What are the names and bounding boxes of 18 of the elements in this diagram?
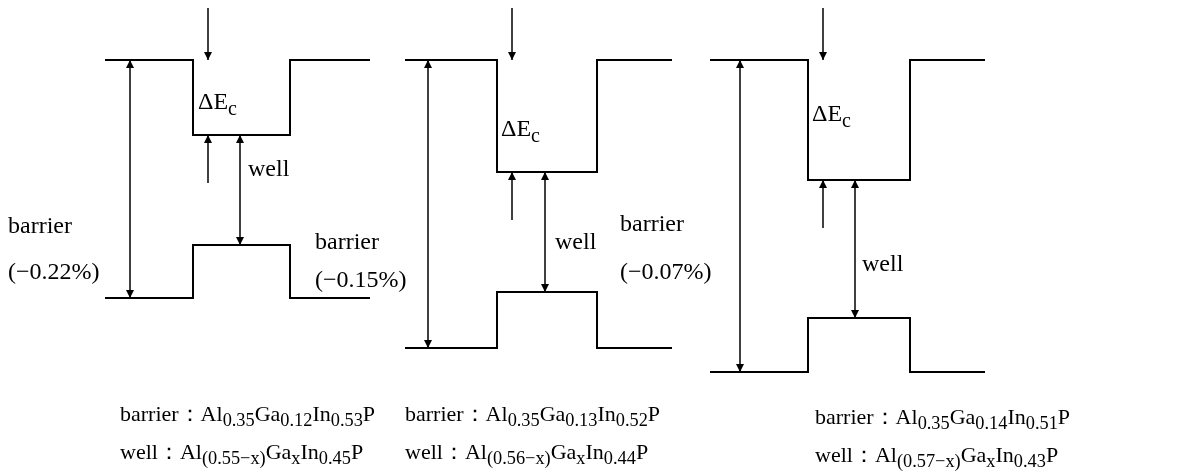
composition-text: barrier：Al$_{0.35}$Ga$_{0.12}$In$_{0.53}$P: [120, 402, 376, 431]
band-offset-label: ΔE$_{c}$: [812, 100, 851, 131]
composition-text: barrier：Al$_{0.35}$Ga$_{0.14}$In$_{0.51}$P: [815, 405, 1071, 434]
strain-value: (−0.22%): [8, 258, 100, 285]
composition-text: well：Al$_{(0.57−x)}$Ga$_{x}$In$_{0.43}$P: [815, 443, 1059, 471]
strain-value: (−0.07%): [620, 258, 712, 285]
composition-text: barrier：Al$_{0.35}$Ga$_{0.13}$In$_{0.52}$P: [405, 402, 661, 431]
composition-text: well：Al$_{(0.55−x)}$Ga$_{x}$In$_{0.45}$P: [120, 440, 364, 469]
composition-text: well：Al$_{(0.56−x)}$Ga$_{x}$In$_{0.44}$P: [405, 440, 649, 469]
region-label: barrier: [620, 210, 684, 237]
region-label: well: [862, 250, 904, 277]
region-label: barrier: [315, 228, 379, 255]
region-label: barrier: [8, 212, 72, 239]
region-label: well: [248, 155, 290, 182]
strain-value: (−0.15%): [315, 266, 407, 293]
band-offset-label: ΔE$_{c}$: [501, 115, 540, 146]
region-label: well: [555, 228, 597, 255]
band-offset-label: ΔE$_{c}$: [198, 88, 237, 119]
